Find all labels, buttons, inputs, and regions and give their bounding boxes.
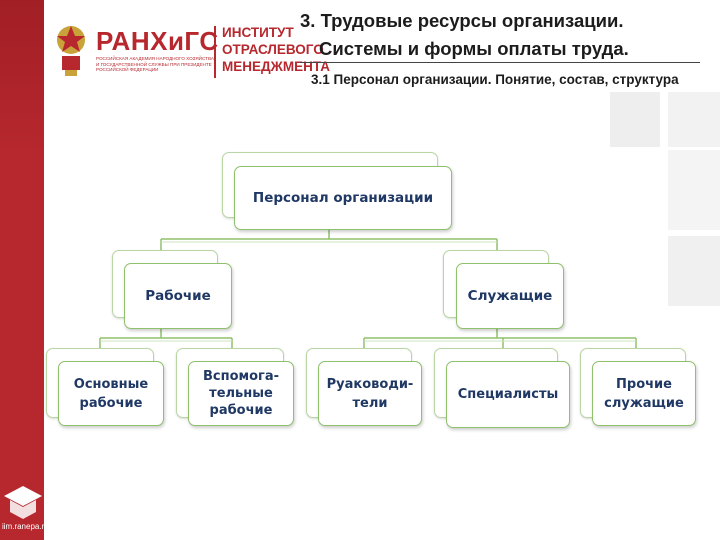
node-personnel: Персонал организации bbox=[234, 166, 452, 230]
node-workers: Рабочие bbox=[124, 263, 232, 329]
institute-line-2: ОТРАСЛЕВОГО bbox=[222, 42, 324, 57]
left-brand-band bbox=[0, 0, 44, 540]
page-title-line-2: Системы и формы оплаты труда. bbox=[319, 38, 629, 59]
node-specialists: Специалисты bbox=[446, 361, 570, 428]
node-managers: Руаководи-тели bbox=[318, 361, 422, 426]
logo-name: РАНХиГС bbox=[96, 26, 219, 56]
node-employees: Служащие bbox=[456, 263, 564, 329]
logo-divider bbox=[214, 26, 216, 78]
footer-url: iim.ranepa.ru bbox=[2, 522, 49, 531]
ranepa-footer-icon bbox=[4, 486, 42, 519]
logo-subtitle: Российская академия народного хозяйства … bbox=[96, 56, 214, 73]
node-aux-workers: Вспомога-тельные рабочие bbox=[188, 361, 294, 426]
eagle-emblem-icon bbox=[57, 26, 85, 76]
node-main-workers: Основные рабочие bbox=[58, 361, 164, 426]
page-subtitle: 3.1 Персонал организации. Понятие, соста… bbox=[311, 72, 679, 87]
page-title-line-1: 3. Трудовые ресурсы организации. bbox=[300, 10, 624, 31]
node-other-employees: Прочие служащие bbox=[592, 361, 696, 426]
title-underline bbox=[300, 62, 700, 63]
institute-line-1: ИНСТИТУТ bbox=[222, 25, 294, 40]
